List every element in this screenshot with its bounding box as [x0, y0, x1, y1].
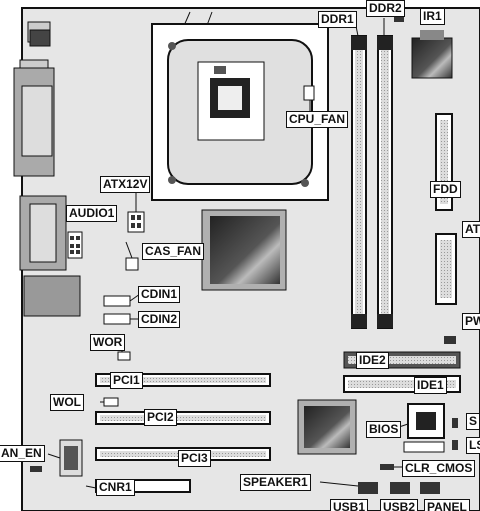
label-cdin2: CDIN2	[138, 311, 181, 328]
label-pw: PW	[462, 313, 480, 330]
label-atx: ATX	[462, 221, 480, 238]
label-fan-en: AN_EN	[0, 445, 45, 462]
label-clr-cmos: CLR_CMOS	[402, 460, 476, 477]
label-pci1: PCI1	[110, 372, 143, 389]
southbridge-chip	[297, 399, 357, 455]
label-wor: WOR	[90, 334, 126, 351]
label-ir1: IR1	[420, 8, 445, 25]
northbridge-chip	[201, 209, 287, 291]
label-cdin1: CDIN1	[138, 286, 181, 303]
label-fdd: FDD	[430, 181, 461, 198]
label-bios: BIOS	[366, 421, 402, 438]
label-panel: PANEL	[424, 499, 470, 511]
label-pci2: PCI2	[144, 409, 177, 426]
label-cnr1: CNR1	[96, 479, 135, 496]
label-usb1: USB1	[330, 499, 369, 511]
label-audio1: AUDIO1	[66, 205, 118, 222]
label-ide1: IDE1	[414, 377, 447, 394]
label-ddr1: DDR1	[318, 11, 357, 28]
label-atx12v: ATX12V	[100, 176, 151, 193]
label-wol: WOL	[50, 394, 84, 411]
ddr-slots	[351, 35, 393, 329]
label-ide2: IDE2	[356, 352, 389, 369]
label-ddr2: DDR2	[366, 0, 405, 17]
label-ls: LS	[466, 437, 480, 454]
label-cpu-fan: CPU_FAN	[286, 111, 349, 128]
rear-io-ports	[13, 21, 81, 317]
label-cas-fan: CAS_FAN	[142, 243, 205, 260]
label-usb2: USB2	[380, 499, 419, 511]
label-pci3: PCI3	[178, 450, 211, 467]
label-s: S	[466, 413, 480, 430]
label-speaker1: SPEAKER1	[240, 474, 311, 491]
